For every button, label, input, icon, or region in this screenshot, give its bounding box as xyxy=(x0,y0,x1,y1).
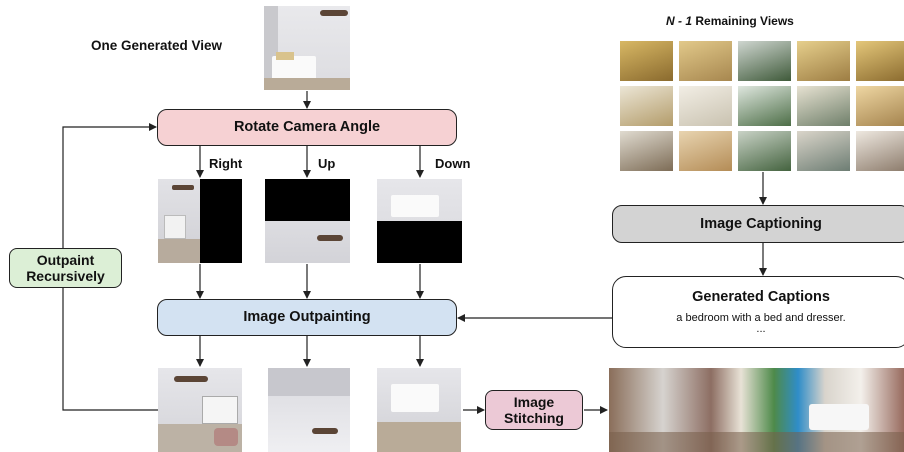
remaining-view-thumbnail xyxy=(679,41,732,81)
remaining-view-thumbnail xyxy=(679,86,732,126)
masked-view-right xyxy=(158,179,242,263)
remaining-views-count: N - 1 xyxy=(666,14,693,28)
remaining-view-thumbnail xyxy=(797,41,850,81)
masked-view-up xyxy=(265,179,350,263)
direction-down-label: Down xyxy=(435,156,471,171)
remaining-view-thumbnail xyxy=(797,86,850,126)
outpainted-view-up xyxy=(268,368,350,452)
remaining-views-grid xyxy=(620,41,904,172)
image-outpainting-box: Image Outpainting xyxy=(157,299,457,336)
remaining-view-thumbnail xyxy=(620,86,673,126)
generated-captions-title: Generated Captions xyxy=(692,288,830,305)
image-stitching-box: Image Stitching xyxy=(485,390,583,430)
generated-view-label: One Generated View xyxy=(91,38,223,53)
remaining-view-thumbnail xyxy=(738,131,791,171)
stitched-panorama-image xyxy=(609,368,904,452)
outpaint-recursively-box: Outpaint Recursively xyxy=(9,248,122,288)
remaining-views-label: N - 1 Remaining Views xyxy=(666,14,794,28)
outpainted-view-down xyxy=(377,368,461,452)
rotate-camera-angle-box: Rotate Camera Angle xyxy=(157,109,457,146)
remaining-views-text: Remaining Views xyxy=(692,14,794,28)
outpainted-view-right xyxy=(158,368,242,452)
generated-captions-text: a bedroom with a bed and dresser. xyxy=(676,311,846,324)
remaining-view-thumbnail xyxy=(856,131,904,171)
remaining-view-thumbnail xyxy=(797,131,850,171)
generated-captions-box: Generated Captions a bedroom with a bed … xyxy=(612,276,904,348)
generated-captions-ellipsis: ... xyxy=(756,323,766,336)
remaining-view-thumbnail xyxy=(679,131,732,171)
remaining-view-thumbnail xyxy=(738,41,791,81)
direction-up-label: Up xyxy=(318,156,336,171)
remaining-view-thumbnail xyxy=(856,41,904,81)
remaining-view-thumbnail xyxy=(856,86,904,126)
remaining-view-thumbnail xyxy=(620,41,673,81)
generated-view-image xyxy=(264,6,350,90)
masked-view-down xyxy=(377,179,462,263)
remaining-view-thumbnail xyxy=(738,86,791,126)
direction-right-label: Right xyxy=(209,156,243,171)
image-captioning-box: Image Captioning xyxy=(612,205,904,243)
remaining-view-thumbnail xyxy=(620,131,673,171)
